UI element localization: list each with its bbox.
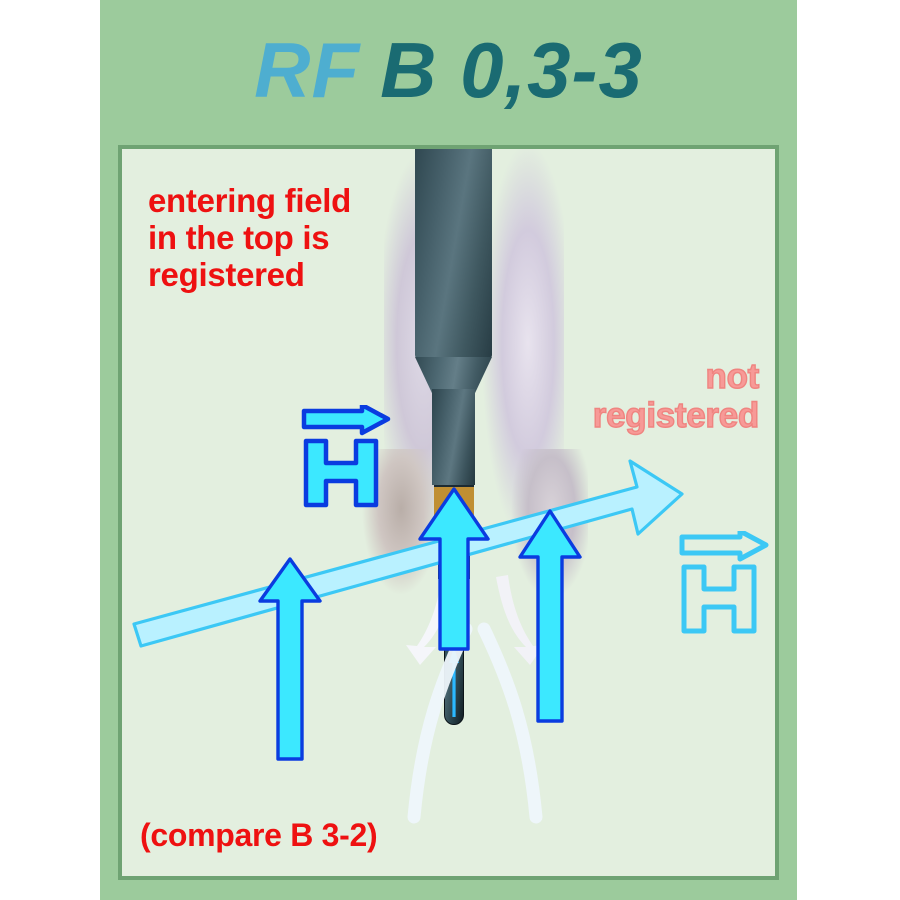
title-prefix: RF — [254, 25, 361, 114]
h-field-symbol-left: H — [301, 405, 391, 508]
title-model-code: B 0,3-3 — [380, 25, 643, 114]
h-field-symbol-right: H — [679, 531, 769, 634]
vertical-field-arrow-left-icon — [258, 557, 322, 761]
annotation-compare-model: (compare B 3-2) — [140, 817, 378, 854]
illustration-panel: H H entering field in the top is registe… — [118, 145, 779, 880]
vertical-field-arrow-right-icon — [518, 509, 582, 723]
vertical-field-arrow-center-icon — [418, 487, 490, 651]
diagonal-field-arrow-icon — [132, 459, 684, 648]
field-arrow-overlay — [132, 459, 684, 761]
annotation-entering-field: entering field in the top is registered — [148, 182, 351, 293]
annotation-not-registered: not registered — [592, 356, 760, 436]
